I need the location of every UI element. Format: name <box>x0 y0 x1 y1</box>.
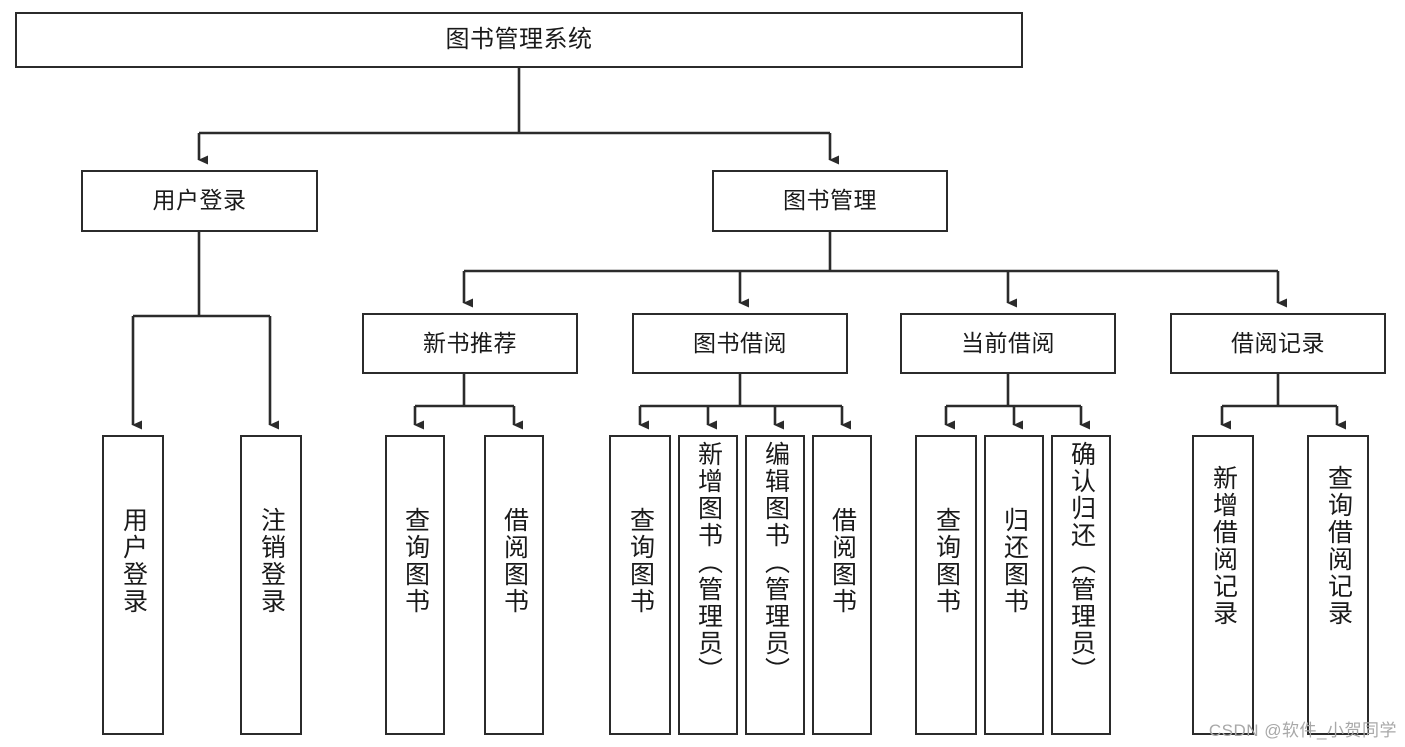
node-label: 归还图书 <box>1000 507 1029 615</box>
node-leaf-return-book[interactable]: 归还图书 <box>984 435 1044 735</box>
node-leaf-logout[interactable]: 注销登录 <box>240 435 302 735</box>
node-leaf-query-book-current[interactable]: 查询图书 <box>915 435 977 735</box>
node-label: 查询借阅记录 <box>1324 465 1353 627</box>
node-leaf-edit-book[interactable]: 编辑图书（管理员） <box>745 435 805 735</box>
node-leaf-confirm-return[interactable]: 确认归还（管理员） <box>1051 435 1111 735</box>
node-label: 图书借阅 <box>693 329 787 356</box>
csdn-watermark: CSDN @软件_小贺同学 <box>1208 721 1397 740</box>
node-leaf-add-borrow-record[interactable]: 新增借阅记录 <box>1192 435 1254 735</box>
node-leaf-query-borrow-record[interactable]: 查询借阅记录 <box>1307 435 1369 735</box>
node-leaf-query-book-recommend[interactable]: 查询图书 <box>385 435 445 735</box>
node-label: 查询图书 <box>401 507 430 615</box>
node-root-book-management-system[interactable]: 图书管理系统 <box>15 12 1023 68</box>
node-label: 新增图书（管理员） <box>694 441 723 684</box>
node-new-book-recommend[interactable]: 新书推荐 <box>362 313 578 374</box>
node-label: 借阅图书 <box>828 507 857 615</box>
node-current-borrow[interactable]: 当前借阅 <box>900 313 1116 374</box>
node-book-borrow[interactable]: 图书借阅 <box>632 313 848 374</box>
node-label: 图书管理 <box>783 187 877 214</box>
node-label: 查询图书 <box>626 507 655 615</box>
node-label: 用户登录 <box>119 507 148 615</box>
node-user-login[interactable]: 用户登录 <box>81 170 318 232</box>
node-label: 借阅记录 <box>1231 329 1325 356</box>
node-label: 图书管理系统 <box>445 25 593 53</box>
node-label: 编辑图书（管理员） <box>761 441 790 684</box>
node-label: 注销登录 <box>257 507 286 615</box>
node-label: 当前借阅 <box>961 329 1055 356</box>
node-book-manage[interactable]: 图书管理 <box>712 170 948 232</box>
node-leaf-user-login[interactable]: 用户登录 <box>102 435 164 735</box>
node-label: 借阅图书 <box>500 507 529 615</box>
node-label: 确认归还（管理员） <box>1067 441 1096 684</box>
node-label: 查询图书 <box>932 507 961 615</box>
node-label: 新书推荐 <box>423 329 517 356</box>
node-leaf-add-book[interactable]: 新增图书（管理员） <box>678 435 738 735</box>
node-label: 新增借阅记录 <box>1209 465 1238 627</box>
node-leaf-borrow-book[interactable]: 借阅图书 <box>812 435 872 735</box>
node-borrow-record[interactable]: 借阅记录 <box>1170 313 1386 374</box>
node-leaf-borrow-book-recommend[interactable]: 借阅图书 <box>484 435 544 735</box>
node-label: 用户登录 <box>152 187 247 214</box>
node-leaf-query-book-borrow[interactable]: 查询图书 <box>609 435 671 735</box>
